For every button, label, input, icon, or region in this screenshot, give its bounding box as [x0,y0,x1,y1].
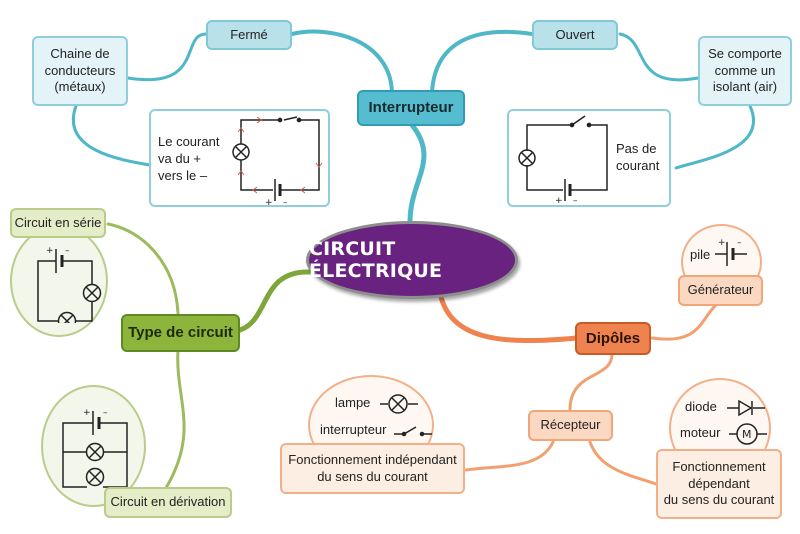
node-interrupteur: Interrupteur [357,90,465,126]
panel-closed-circuit: Le courant va du + vers le – + – [149,109,330,207]
closed-text-line-2: va du + [158,150,202,166]
dependant-line-1: Fonctionnement [672,458,766,474]
link-isolant-panel [674,104,755,170]
series-circuit-bubble: + – [10,225,108,337]
series-circuit-diagram-icon: + – [37,246,102,323]
node-circuit-serie: Circuit en série [10,208,106,238]
isolant-line-3: isolant (air) [712,79,778,95]
link-recepteur-independant [464,440,555,472]
link-recepteur-dependant [588,440,658,486]
link-dipoles-recepteur [568,352,614,412]
node-fonctionnement-independant: Fonctionnement indépendant du sens du co… [280,443,465,494]
isolant-line-2: comme un [714,62,776,78]
open-text-line-2: courant [616,157,660,173]
dependant-line-2: dépendant [688,475,750,491]
node-ferme: Fermé [206,20,292,50]
chaine-line-1: Chaine de [50,45,110,61]
independant-line-2: du sens du courant [317,468,428,484]
link-dipoles-generateur [650,303,718,341]
parallel-plus-label: + [83,408,91,418]
closed-minus-label: – [283,198,288,207]
dependant-line-3: du sens du courant [663,492,775,508]
node-ouvert: Ouvert [532,20,618,50]
parallel-minus-label: – [103,408,108,418]
link-interrupteur-ferme [290,29,394,94]
node-type-circuit: Type de circuit [121,314,240,352]
isolant-line-1: Se comporte [708,45,782,61]
interrupteur-label: interrupteur [320,422,387,437]
open-text-line-1: Pas de [616,141,657,156]
node-circuit-derivation: Circuit en dérivation [104,487,232,518]
link-ferme-chaine [126,32,208,82]
motor-symbol-icon: M [729,423,767,445]
independant-line-1: Fonctionnement indépendant [288,451,457,467]
pile-minus-label: – [737,238,742,248]
closed-text-line-3: vers le – [158,167,208,183]
node-recepteur: Récepteur [528,410,613,441]
panel-open-circuit: + – Pas de courant [507,109,671,207]
link-interrupteur-ouvert [430,29,534,94]
node-chaine-conducteurs: Chaine de conducteurs (métaux) [32,36,128,106]
closed-text-line-1: Le courant [158,134,220,149]
open-circuit-text: Pas de courant [616,141,659,175]
open-plus-label: + [555,196,563,205]
link-ouvert-isolant [618,32,700,82]
link-center-type [237,269,313,333]
node-dipoles: Dipôles [575,322,651,355]
pile-plus-label: + [718,238,726,248]
node-generateur: Générateur [678,275,763,306]
closed-circuit-text: Le courant va du + vers le – [158,134,219,185]
lampe-label: lampe [335,395,371,410]
central-topic: CIRCUIT ÉLECTRIQUE [306,221,518,299]
chaine-line-3: (métaux) [54,79,106,95]
node-isolant: Se comporte comme un isolant (air) [698,36,792,106]
parallel-circuit-diagram-icon: + – [62,408,128,488]
closed-plus-label: + [265,198,273,207]
lamp-symbol-icon [380,394,418,414]
moteur-label: moteur [680,425,721,440]
battery-symbol-icon: + – [715,238,747,266]
motor-m-label: M [742,428,752,441]
open-circuit-diagram-icon: + – [518,115,608,205]
link-type-serie [106,222,180,315]
series-minus-label: – [65,246,70,256]
pile-label: pile [690,247,711,262]
link-center-interrupteur [407,122,427,225]
link-center-dipoles [437,290,580,344]
diode-symbol-icon [727,399,765,417]
closed-circuit-diagram-icon: + – [232,116,323,207]
diode-label: diode [685,399,717,414]
link-chaine-panel [72,104,152,167]
link-type-derivation [164,348,186,490]
node-fonctionnement-dependant: Fonctionnement dépendant du sens du cour… [656,449,782,519]
open-minus-label: – [573,196,578,205]
parallel-circuit-bubble: + – [41,385,146,507]
switch-symbol-icon [394,426,432,437]
series-plus-label: + [46,246,54,256]
chaine-line-2: conducteurs [44,62,116,78]
